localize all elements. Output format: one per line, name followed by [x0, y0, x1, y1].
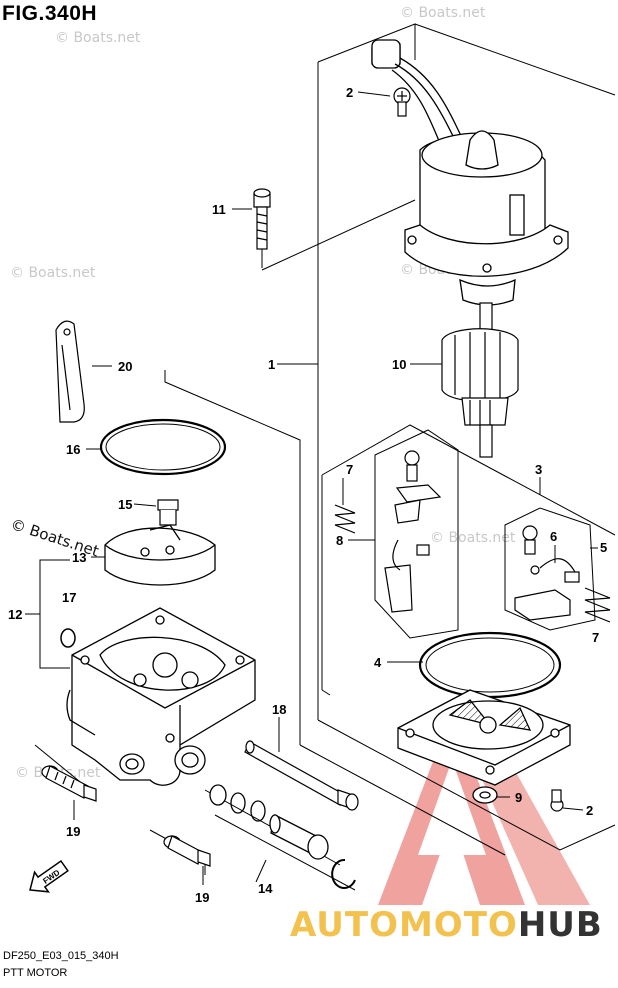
bolt-18 [244, 740, 359, 811]
figure-subtitle: PTT MOTOR [3, 967, 68, 979]
callout-15: 15 [118, 497, 132, 512]
assembly-bracket-1 [261, 23, 616, 851]
fwd-arrow-icon: FWD [29, 859, 69, 893]
callout-labels: 1 2 2 3 4 5 6 7 7 8 9 10 11 12 13 14 15 … [8, 85, 607, 905]
callout-7: 7 [346, 462, 353, 477]
callout-9: 9 [515, 790, 522, 805]
watermark: © Boats.net [10, 265, 96, 281]
spring-7-right [584, 587, 611, 623]
part-13-seal-plate [104, 524, 216, 586]
callout-2: 2 [346, 85, 353, 100]
callout-8: 8 [336, 533, 343, 548]
callout-20: 20 [118, 359, 132, 374]
pump-housing [66, 607, 256, 786]
valve-assembly-14 [209, 784, 356, 889]
o-ring-4 [418, 631, 562, 699]
watermark: © Boats.net [55, 30, 141, 46]
end-cover-plate [397, 689, 571, 786]
callout-4: 4 [374, 655, 382, 670]
callout-13: 13 [72, 550, 86, 565]
callout-10: 10 [392, 357, 406, 372]
callout-12: 12 [8, 607, 22, 622]
callout-16: 16 [66, 442, 80, 457]
callout-18: 18 [272, 702, 286, 717]
clip-20 [55, 320, 85, 423]
screw-2-top [393, 87, 411, 117]
part-15 [157, 499, 179, 526]
figure-title: FIG.340H [2, 2, 98, 25]
callout-17: 17 [62, 590, 76, 605]
callout-11: 11 [212, 202, 226, 217]
screw-2-bottom [550, 789, 564, 812]
brush-part-5 [514, 525, 580, 621]
callout-2: 2 [586, 803, 593, 818]
watermark: © Boats.net [400, 5, 486, 21]
assembly-bracket-3 [321, 424, 616, 696]
brand-part1: AUTOMOTO [290, 905, 518, 945]
callout-19: 19 [66, 824, 80, 839]
callout-3: 3 [535, 462, 542, 477]
watermark: © Boats.net [430, 530, 516, 546]
assembly-bracket-12 [39, 559, 70, 669]
assembly-bracket-8 [374, 429, 459, 639]
callout-5: 5 [600, 540, 607, 555]
bolt-19-left [41, 765, 97, 802]
callout-14: 14 [258, 881, 273, 896]
brand-wordmark: AUTOMOTOHUB [290, 905, 603, 945]
armature-10 [441, 302, 519, 458]
part-9-washer [472, 786, 498, 804]
spring-7-left [334, 504, 356, 534]
o-ring-17 [60, 628, 76, 648]
callout-6: 6 [550, 529, 557, 544]
figure-code: DF250_E03_015_340H [3, 950, 119, 962]
brand-part2: HUB [517, 905, 603, 945]
leader-lines [25, 91, 598, 885]
callout-19: 19 [195, 890, 209, 905]
o-ring-16 [99, 418, 227, 476]
motor-housing [371, 39, 569, 306]
bolt-19-bottom [163, 835, 211, 867]
brush-holder-8 [384, 450, 442, 613]
assembly-bracket-5 [504, 507, 596, 631]
callout-1: 1 [268, 357, 275, 372]
bolt-11 [253, 188, 271, 250]
callout-7: 7 [592, 630, 599, 645]
